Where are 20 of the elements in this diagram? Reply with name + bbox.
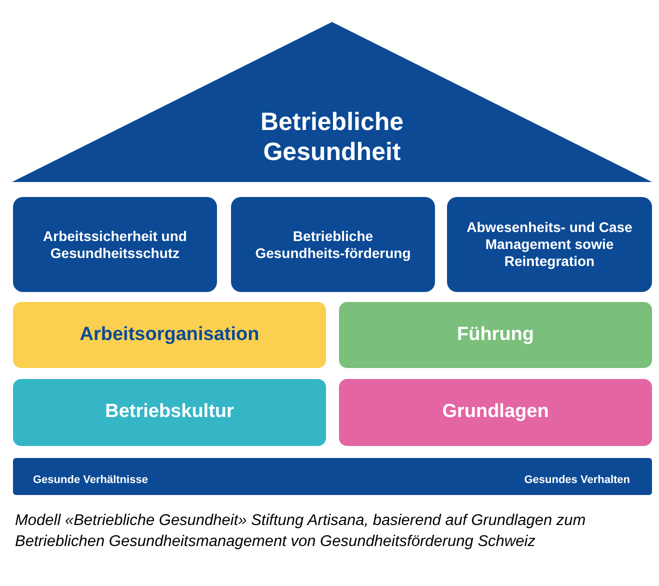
node-label: Grundlagen: [442, 401, 549, 424]
pillar-box: [447, 197, 652, 292]
base-bar: [13, 458, 652, 495]
caption: Modell «Betriebliche Gesundheit» Stiftung Artisana, basierend auf Grundlagen zum Betrieblichen Gesundheitsmanagement von Gesundheitsförderung Schweiz: [15, 511, 587, 552]
node-label: Arbeitssicherheit und Gesundheitsschutz: [42, 228, 188, 262]
node-label: Betriebskultur: [105, 401, 234, 424]
node-label: Abwesenheits- und Case Management sowie Reintegration: [466, 219, 634, 270]
pillar-box: [231, 197, 435, 292]
node-label: Gesundes Verhalten: [524, 474, 630, 487]
node-label: Führung: [456, 324, 534, 346]
foundation-box: [13, 302, 326, 368]
pillar-box: [13, 197, 217, 292]
node-label: Betriebliche Gesundheit: [259, 107, 405, 167]
node-label: Betriebliche Gesundheits-förderung: [254, 228, 412, 262]
foundation-box: [339, 302, 652, 368]
node-label: Gesunde Verhältnisse: [33, 474, 148, 487]
foundation-box: [13, 379, 326, 446]
node-label: Arbeitsorganisation: [80, 324, 260, 346]
roof-triangle: [12, 22, 652, 182]
foundation-box: [339, 379, 652, 446]
